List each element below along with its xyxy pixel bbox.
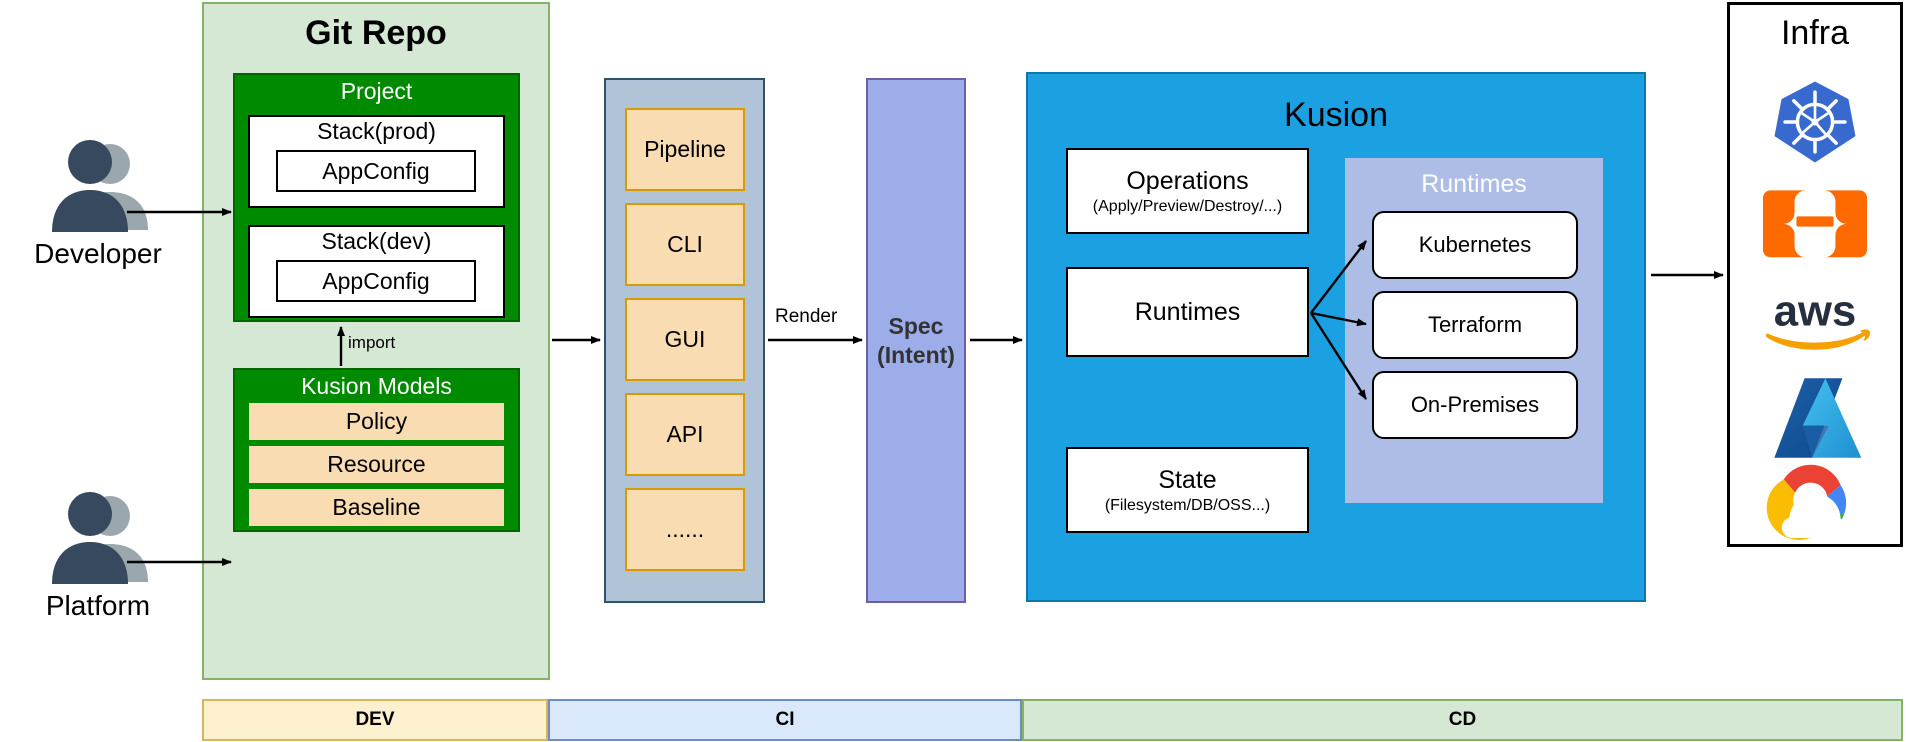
kusion-runtimes-box: Runtimes xyxy=(1066,267,1309,357)
interface-pipeline[interactable]: Pipeline xyxy=(625,108,745,191)
phase-ci: CI xyxy=(548,699,1022,741)
phase-dev: DEV xyxy=(202,699,548,741)
spec-title: Spec xyxy=(888,312,944,339)
users-group-icon xyxy=(38,138,158,234)
kusion-models-title: Kusion Models xyxy=(301,373,452,399)
kusion-state-title: State xyxy=(1158,465,1217,494)
stack-dev-title: Stack(dev) xyxy=(321,228,432,254)
render-label: Render xyxy=(775,306,838,327)
kusion-operations-subtitle: (Apply/Preview/Destroy/...) xyxy=(1092,197,1283,215)
svg-text:aws: aws xyxy=(1774,287,1856,336)
actor-platform: Platform xyxy=(18,490,178,640)
interface-gui[interactable]: GUI xyxy=(625,298,745,381)
kusion-title: Kusion xyxy=(1284,96,1388,134)
kusion-model-policy: Policy xyxy=(249,403,504,440)
import-label: import xyxy=(348,333,396,352)
kusion-model-baseline: Baseline xyxy=(249,489,504,526)
interface-api[interactable]: API xyxy=(625,393,745,476)
phase-cd: CD xyxy=(1022,699,1903,741)
infra-title: Infra xyxy=(1780,14,1850,52)
kusion-runtimes-title: Runtimes xyxy=(1134,297,1241,326)
actor-platform-label: Platform xyxy=(45,590,151,621)
users-group-icon xyxy=(38,490,158,586)
spec-subtitle: (Intent) xyxy=(877,341,955,368)
stack-prod-appconfig: AppConfig xyxy=(276,150,476,192)
kusion-model-resource: Resource xyxy=(249,446,504,483)
openshift-logo xyxy=(1755,180,1875,264)
google-cloud-logo xyxy=(1758,462,1872,544)
runtime-kubernetes[interactable]: Kubernetes xyxy=(1372,211,1578,279)
actor-developer: Developer xyxy=(18,138,178,288)
kusion-state-box: State (Filesystem/DB/OSS...) xyxy=(1066,447,1309,533)
git-repo-title: Git Repo xyxy=(305,14,447,52)
spec-column: Spec (Intent) xyxy=(866,78,966,603)
runtime-on-premises[interactable]: On-Premises xyxy=(1372,371,1578,439)
aws-logo: aws xyxy=(1750,282,1880,360)
runtimes-panel-title: Runtimes xyxy=(1421,170,1527,198)
interface-cli[interactable]: CLI xyxy=(625,203,745,286)
stack-dev-appconfig: AppConfig xyxy=(276,260,476,302)
kusion-state-subtitle: (Filesystem/DB/OSS...) xyxy=(1104,496,1271,514)
stack-prod-title: Stack(prod) xyxy=(317,118,436,144)
kubernetes-logo xyxy=(1755,76,1875,168)
kusion-operations-title: Operations xyxy=(1126,166,1249,195)
interface-more[interactable]: ...... xyxy=(625,488,745,571)
azure-logo xyxy=(1760,372,1870,464)
kusion-operations-box: Operations (Apply/Preview/Destroy/...) xyxy=(1066,148,1309,234)
actor-developer-label: Developer xyxy=(34,238,162,269)
runtime-terraform[interactable]: Terraform xyxy=(1372,291,1578,359)
project-title: Project xyxy=(340,78,413,104)
